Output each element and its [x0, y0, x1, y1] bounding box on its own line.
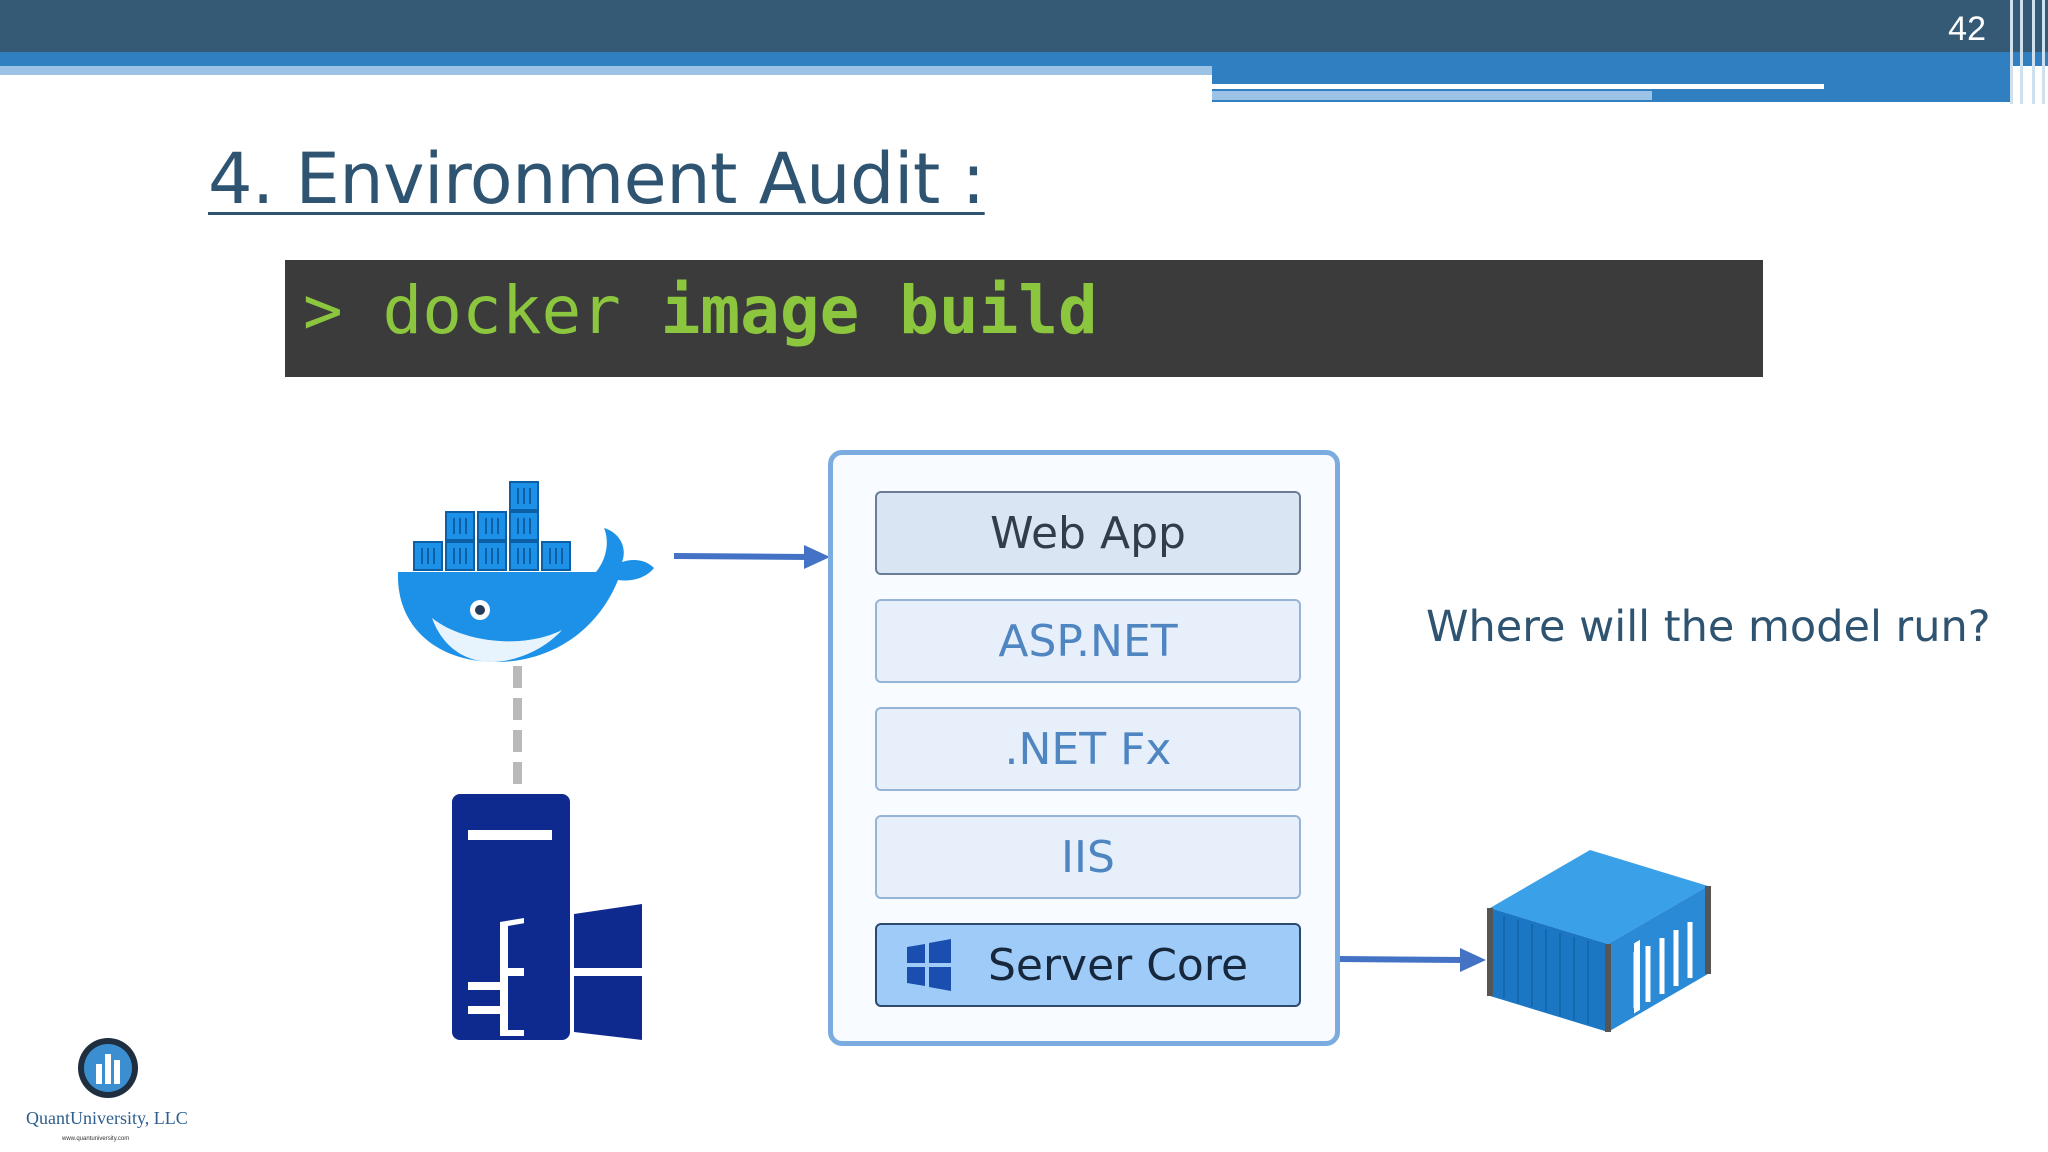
header-edge-line — [2020, 0, 2023, 104]
layer-iis: IIS — [875, 815, 1301, 899]
header-edge-line — [2010, 0, 2013, 104]
command-word-build: build — [899, 272, 1098, 349]
slide-title: 4. Environment Audit : — [208, 138, 985, 220]
arrow-to-stack — [673, 545, 830, 569]
header-right-strip — [1212, 84, 1824, 89]
header-edge-line — [2042, 0, 2045, 104]
command-word-image: image — [660, 272, 860, 349]
command-bar: > docker image build — [285, 260, 1763, 377]
layer-server-core: Server Core — [875, 923, 1301, 1007]
command-text: > docker image build — [303, 272, 1098, 349]
header-accent-band — [0, 52, 2048, 66]
header-right-pale-strip — [1212, 91, 1652, 100]
windows-logo-icon — [907, 939, 951, 991]
question-text: Where will the model run? — [1426, 602, 1991, 652]
quantuniversity-logo — [78, 1038, 138, 1098]
layer-net-framework: .NET Fx — [875, 707, 1301, 791]
arrow-to-container — [1337, 948, 1486, 972]
header-bar — [0, 0, 2048, 52]
page-number: 42 — [1948, 10, 1986, 48]
header-pale-band — [0, 66, 1212, 75]
docker-whale-icon — [397, 481, 654, 662]
shipping-container-icon — [1487, 850, 1711, 1032]
layer-web-app: Web App — [875, 491, 1301, 575]
layer-server-core-label: Server Core — [987, 939, 1249, 991]
dashed-connector — [513, 666, 522, 788]
windows-server-icon — [452, 794, 642, 1040]
company-url: www.quantuniversity.com — [62, 1136, 130, 1142]
company-name: QuantUniversity, LLC — [26, 1108, 188, 1128]
command-prompt: > — [303, 272, 343, 349]
container-image-stack: Web App ASP.NET .NET Fx IIS Server Core — [828, 450, 1340, 1046]
header-edge-line — [2032, 0, 2035, 104]
command-word-docker: docker — [382, 272, 621, 349]
layer-aspnet: ASP.NET — [875, 599, 1301, 683]
